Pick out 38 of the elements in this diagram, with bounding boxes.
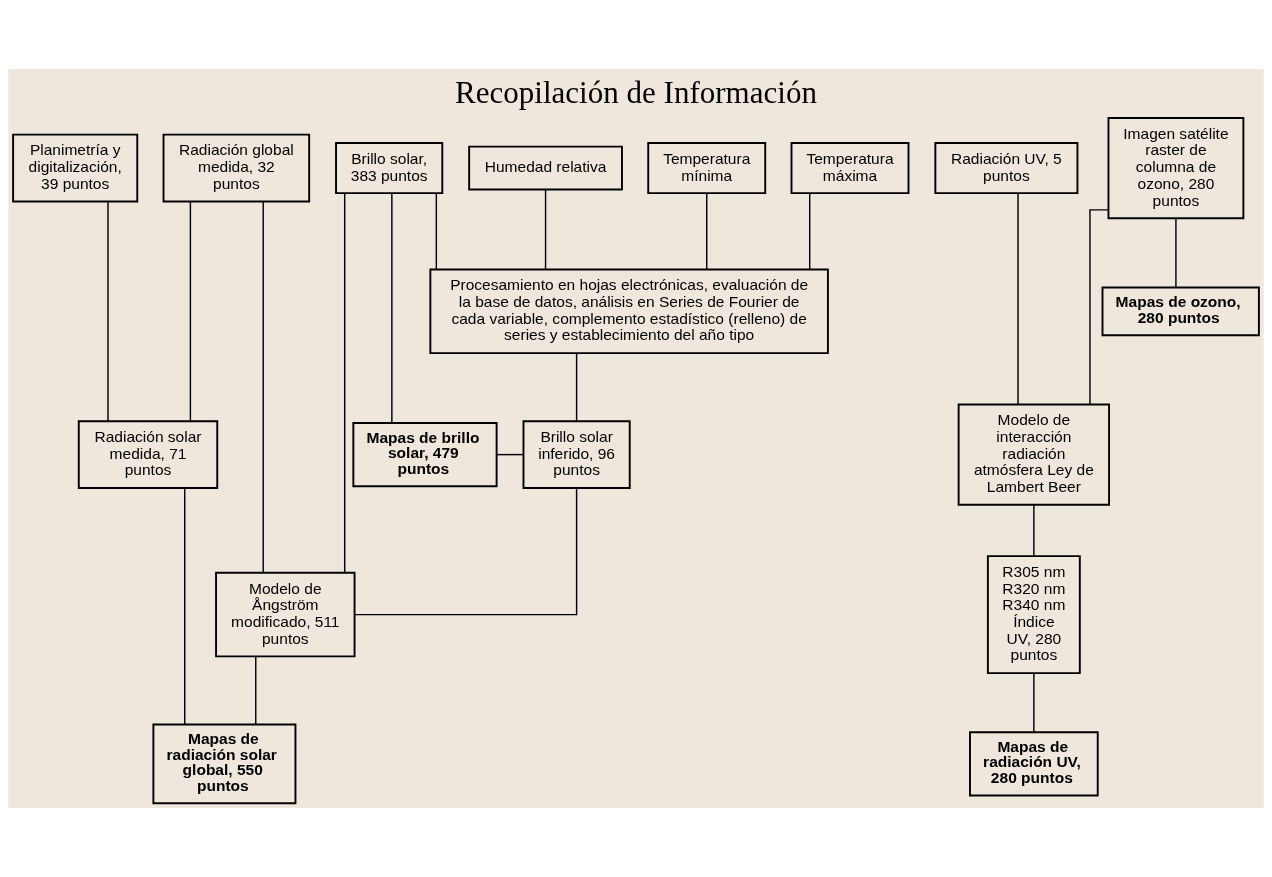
node-box: Procesamiento en hojas electrónicas, evaluación de la base de datos, análisis en Series de Fourier de cada variable, complemento estadístico (relleno) de series y establecimiento del año tipo: [429, 268, 829, 355]
node-box: Temperatura máxima: [790, 142, 910, 195]
diagram-title: Recopilación de Información: [455, 75, 817, 111]
node-box: Temperatura mínima: [647, 142, 767, 195]
connector: [1089, 209, 1109, 405]
connector: [255, 655, 257, 725]
node-box: Mapas de radiación UV, 280 puntos: [969, 731, 1099, 797]
connector: [107, 200, 109, 422]
connector: [1175, 217, 1177, 289]
node-box: Humedad relativa: [468, 145, 623, 191]
connector: [189, 200, 192, 422]
connector: [184, 487, 186, 726]
node-box: Imagen satélite raster de columna de ozono, 280 puntos: [1107, 117, 1245, 220]
node-box: Radiación UV, 5 puntos: [934, 142, 1079, 195]
node-box: Radiación global medida, 32 puntos: [162, 133, 311, 203]
node-box: Modelo de Ångström modificado, 511 puntos: [215, 571, 356, 658]
node-box: Modelo de interacción radiación atmósfera Ley de Lambert Beer: [957, 403, 1111, 506]
connector: [262, 200, 264, 574]
connector: [809, 192, 811, 271]
connector: [1017, 192, 1019, 405]
connector: [391, 192, 393, 424]
connector: [344, 192, 346, 574]
connector: [706, 192, 708, 271]
node-box: Brillo solar, 383 puntos: [335, 142, 444, 195]
node-box: Brillo solar inferido, 96 puntos: [522, 420, 631, 489]
node-box: Radiación solar medida, 71 puntos: [77, 420, 219, 489]
connector: [354, 487, 578, 616]
node-box: Mapas de ozono, 280 puntos: [1101, 286, 1260, 337]
connector: [496, 453, 524, 456]
connector: [1033, 504, 1035, 557]
connector: [575, 352, 578, 422]
node-box: Mapas de brillo solar, 479 puntos: [352, 422, 498, 488]
node-box: R305 nm R320 nm R340 nm Índice UV, 280 puntos: [986, 555, 1081, 675]
connector: [544, 189, 547, 270]
connector: [1033, 672, 1035, 733]
connector: [435, 192, 438, 271]
node-box: Planimetría y digitalización, 39 puntos: [12, 133, 139, 203]
node-box: Mapas de radiación solar global, 550 puntos: [152, 723, 297, 805]
